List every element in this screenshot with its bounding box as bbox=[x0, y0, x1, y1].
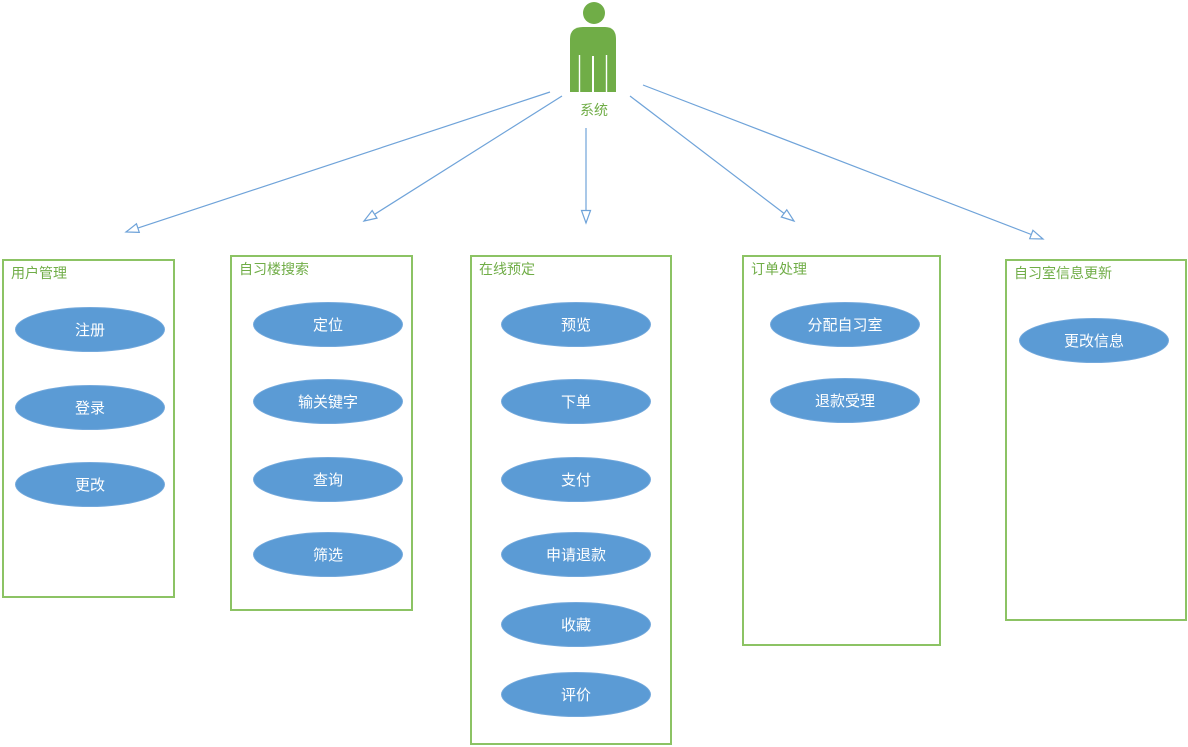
usecase-ellipse: 下单 bbox=[501, 379, 651, 424]
group-title: 订单处理 bbox=[751, 262, 807, 278]
usecase-ellipse: 收藏 bbox=[501, 602, 651, 647]
actor-icon bbox=[570, 2, 616, 92]
usecase-ellipse: 支付 bbox=[501, 457, 651, 502]
group-title: 在线预定 bbox=[479, 262, 535, 278]
usecase-ellipse: 定位 bbox=[253, 302, 403, 347]
usecase-ellipse: 预览 bbox=[501, 302, 651, 347]
group-title: 自习楼搜索 bbox=[239, 262, 309, 278]
group-room-info-update: 自习室信息更新 更改信息 bbox=[1005, 259, 1187, 621]
group-user-management: 用户管理 注册 登录 更改 bbox=[2, 259, 175, 598]
group-order-processing: 订单处理 分配自习室 退款受理 bbox=[742, 255, 941, 646]
arrow-to-building-search bbox=[362, 95, 563, 222]
arrow-to-room-info-update bbox=[642, 84, 1045, 240]
usecase-ellipse: 输关键字 bbox=[253, 379, 403, 424]
usecase-ellipse: 登录 bbox=[15, 385, 165, 430]
arrow-to-order-processing bbox=[629, 95, 796, 223]
usecase-ellipse: 更改 bbox=[15, 462, 165, 507]
usecase-ellipse: 更改信息 bbox=[1019, 318, 1169, 363]
group-title: 自习室信息更新 bbox=[1014, 266, 1112, 282]
actor-label: 系统 bbox=[580, 103, 608, 119]
usecase-ellipse: 评价 bbox=[501, 672, 651, 717]
usecase-ellipse: 分配自习室 bbox=[770, 302, 920, 347]
usecase-ellipse: 注册 bbox=[15, 307, 165, 352]
group-title: 用户管理 bbox=[11, 266, 67, 282]
usecase-ellipse: 申请退款 bbox=[501, 532, 651, 577]
usecase-ellipse: 筛选 bbox=[253, 532, 403, 577]
arrow-to-user-management bbox=[124, 91, 551, 233]
group-building-search: 自习楼搜索 定位 输关键字 查询 筛选 bbox=[230, 255, 413, 611]
usecase-ellipse: 退款受理 bbox=[770, 378, 920, 423]
group-online-booking: 在线预定 预览 下单 支付 申请退款 收藏 评价 bbox=[470, 255, 672, 745]
association-arrows bbox=[124, 84, 1045, 240]
usecase-ellipse: 查询 bbox=[253, 457, 403, 502]
